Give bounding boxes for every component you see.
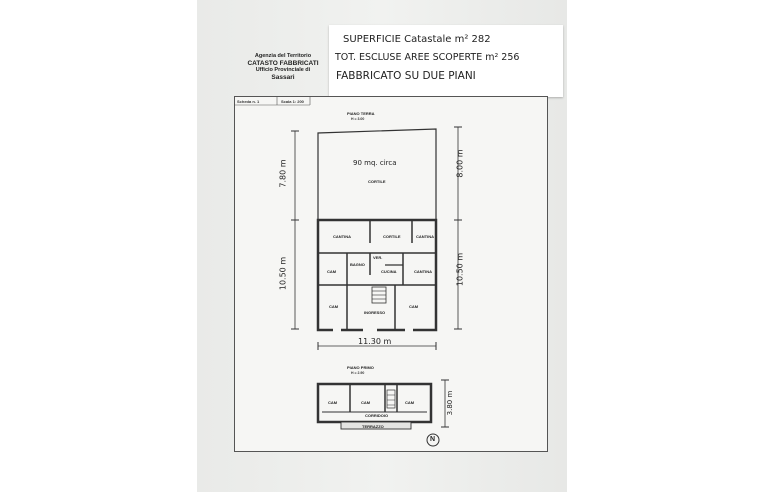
first-floor-title: PIANO PRIMO: [347, 365, 374, 370]
area-note: 90 mq. circa: [353, 159, 397, 167]
room-cortile-top: CORTILE: [368, 179, 386, 184]
room-terrazzo: TERRAZZO: [362, 424, 384, 429]
room-cam-3: CAM: [405, 400, 415, 405]
office-line-1: Agenzia del Territorio: [254, 53, 312, 59]
note-floors: FABBRICATO SU DUE PIANI: [336, 70, 476, 82]
room-cam-bottom-left: CAM: [329, 304, 339, 309]
note-total: TOT. ESCLUSE AREE SCOPERTE m² 256: [335, 52, 520, 63]
dim-left-bottom: 10.50 m: [278, 256, 288, 291]
handwritten-note: SUPERFICIE Catastale m² 282 TOT. ESCLUSE…: [329, 25, 563, 97]
room-cantina-right: CANTINA: [416, 234, 434, 239]
dim-first-floor: 3.80 m: [446, 390, 454, 416]
header-area: Agenzia del Territorio CATASTO FABBRICAT…: [197, 0, 567, 97]
office-line-2: CATASTO FABBRICATI: [247, 60, 319, 67]
office-line-3: Ufficio Provinciale di: [255, 67, 311, 73]
plan-drawing: [235, 97, 462, 447]
cadastre-office-block: Agenzia del Territorio CATASTO FABBRICAT…: [243, 53, 323, 81]
room-cantina-left: CANTINA: [333, 234, 351, 239]
north-arrow-icon: N: [430, 436, 436, 443]
room-cam-2: CAM: [361, 400, 371, 405]
dim-right-top: 8.00 m: [455, 149, 465, 178]
room-cam-left: CAM: [327, 269, 337, 274]
office-line-4: Sassari: [271, 74, 295, 81]
ground-floor-title: PIANO TERRA: [347, 111, 375, 116]
note-surface: SUPERFICIE Catastale m² 282: [343, 34, 491, 45]
room-cantina-mid: CANTINA: [414, 269, 432, 274]
room-cucina: CUCINA: [381, 269, 397, 274]
dim-width: 11.30 m: [358, 337, 392, 346]
room-ver: VER.: [373, 255, 383, 260]
sheet-scale: Scala 1: 200: [281, 99, 304, 104]
first-floor-height: H = 2.90: [351, 371, 365, 375]
dim-left-top: 7.80 m: [278, 159, 288, 188]
photographed-sheet: Agenzia del Territorio CATASTO FABBRICAT…: [197, 0, 567, 492]
room-cam-1: CAM: [328, 400, 338, 405]
dim-right-bottom: 10.50 m: [455, 252, 465, 287]
ground-floor-height: H = 3.00: [351, 117, 365, 121]
room-bagno: BAGNO: [350, 262, 365, 267]
room-ingresso: INGRESSO: [364, 310, 386, 315]
room-cortile-small: CORTILE: [383, 234, 401, 239]
room-corridoio: CORRIDOIO: [365, 413, 389, 418]
floor-plan-sheet: Scheda n. 1 Scala 1: 200: [234, 96, 548, 452]
sheet-number: Scheda n. 1: [237, 99, 260, 104]
room-cam-bottom-right: CAM: [409, 304, 419, 309]
